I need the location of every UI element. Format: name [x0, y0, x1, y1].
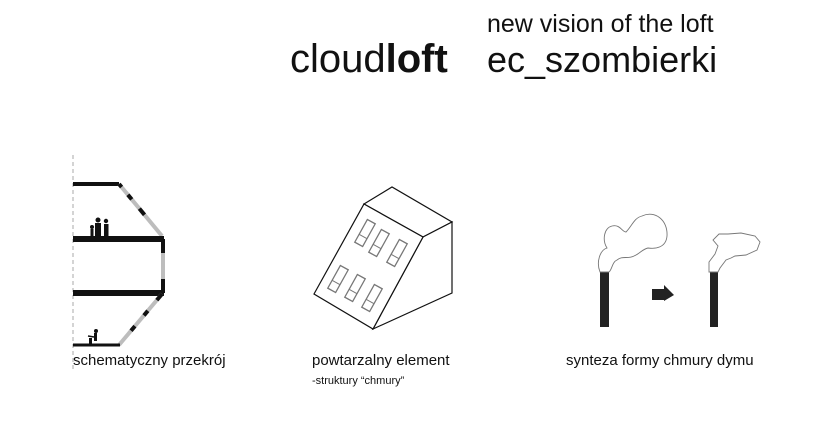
- block-window: [360, 283, 384, 313]
- schematic-section: [72, 155, 165, 372]
- subtitle-line2: ec_szombierki: [487, 39, 717, 80]
- smoke-cloud-organic: [597, 213, 668, 273]
- chimney-left: [600, 272, 609, 327]
- child-figure: [87, 329, 98, 344]
- block-front-face: [313, 203, 424, 330]
- lower-glazing: [117, 292, 164, 347]
- block-window: [326, 264, 350, 294]
- sublabel-element: -struktury “chmury”: [312, 375, 405, 387]
- chimney-right: [710, 272, 718, 327]
- block-windows: [326, 218, 409, 313]
- people-figures: [90, 217, 109, 236]
- repeatable-element-block: [313, 186, 454, 331]
- label-section: schematyczny przekrój: [73, 352, 226, 369]
- title-regular: cloud: [290, 37, 386, 81]
- block-window: [343, 273, 367, 303]
- smoke-cloud-synthesized: [708, 232, 761, 273]
- arrow-right-icon: [652, 285, 674, 301]
- label-element: powtarzalny element: [312, 352, 450, 369]
- subtitle-line1: new vision of the loft: [487, 10, 714, 38]
- block-window: [353, 218, 377, 248]
- smoke-synthesis: [597, 213, 761, 327]
- title-bold: loft: [386, 37, 448, 81]
- upper-glazing-mullions: [117, 182, 164, 238]
- project-title: cloudloft: [290, 37, 448, 81]
- label-synthesis: synteza formy chmury dymu: [566, 352, 754, 369]
- block-window: [385, 238, 409, 268]
- block-window: [367, 228, 391, 258]
